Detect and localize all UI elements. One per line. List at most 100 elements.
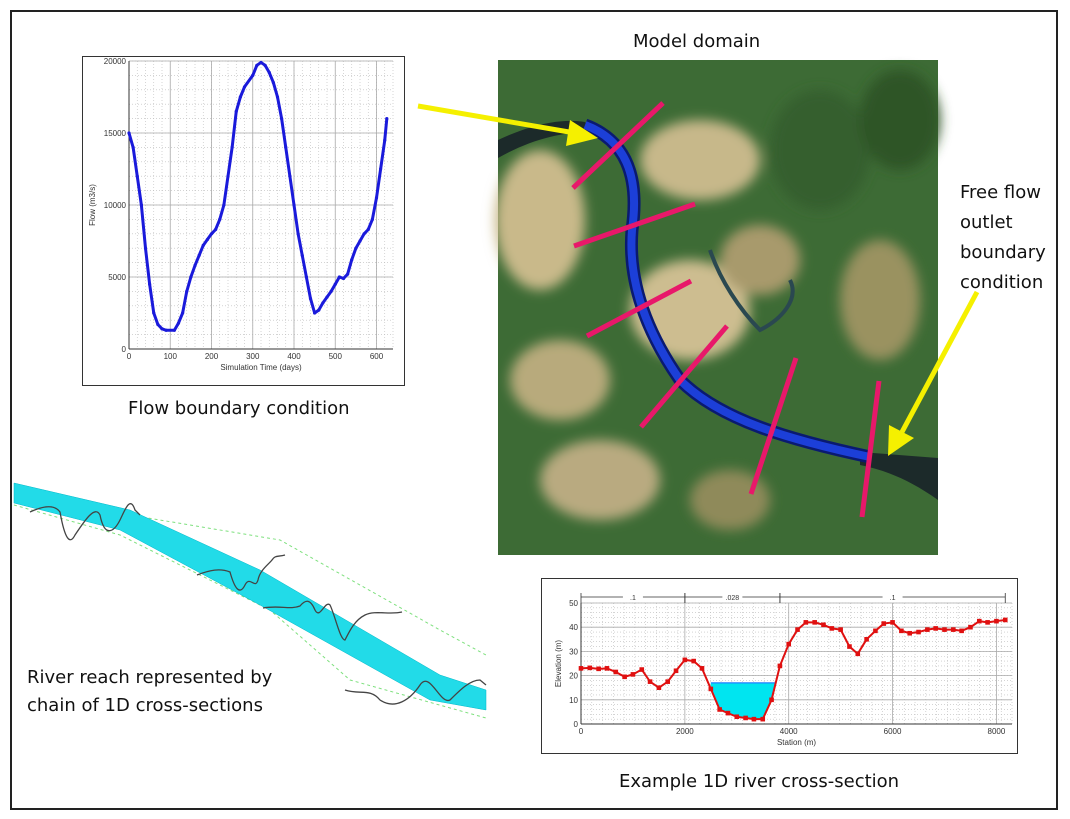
- ground-data-point: [717, 707, 722, 712]
- ground-data-point: [994, 618, 999, 624]
- flow-data-point: [209, 232, 214, 236]
- downstream-river: [860, 452, 938, 500]
- ground-data-point: [838, 627, 843, 632]
- flow-data-point: [152, 311, 156, 315]
- ground-data-point: [760, 716, 766, 722]
- ground-data-point: [691, 658, 696, 664]
- reach-caption-line: River reach represented by: [27, 667, 273, 688]
- flow-data-point: [385, 117, 389, 121]
- inflow-arrowhead: [566, 120, 598, 146]
- flow-data-point: [238, 95, 242, 99]
- water-fill: [710, 682, 776, 720]
- flow-data-point: [164, 328, 168, 332]
- ground-data-point: [743, 715, 748, 721]
- ground-data-point: [899, 628, 904, 634]
- x-tick-label: 600: [370, 352, 384, 361]
- mannings-label-bg: [722, 592, 743, 601]
- ground-data-point: [734, 714, 740, 720]
- ground-data-point: [916, 629, 921, 635]
- ground-data-point: [864, 637, 869, 642]
- x-tick-label: 4000: [780, 727, 798, 736]
- outlet-caption-line: condition: [960, 272, 1044, 293]
- ground-data-point: [656, 685, 662, 690]
- ground-data-point: [933, 626, 938, 631]
- flow-data-point: [346, 272, 350, 276]
- flow-data-point: [156, 322, 160, 327]
- x-axis-label: Simulation Time (days): [220, 363, 302, 372]
- ground-data-point: [682, 657, 688, 663]
- reach-caption-line: chain of 1D cross-sections: [27, 695, 263, 716]
- ground-data-point: [578, 666, 584, 671]
- figure-frame: [10, 10, 1058, 810]
- inflow-arrow: [417, 103, 576, 136]
- flow-data-point: [366, 227, 370, 232]
- y-tick-label: 10: [569, 696, 578, 705]
- flow-data-point: [313, 311, 317, 315]
- flow-data-point: [197, 253, 201, 257]
- ground-data-point: [1002, 617, 1008, 623]
- flow-data-point: [267, 70, 271, 75]
- flow-data-point: [205, 237, 209, 242]
- ground-data-point: [751, 716, 757, 722]
- x-tick-label: 400: [287, 352, 301, 361]
- flow-data-point: [292, 203, 296, 207]
- mannings-label: .028: [726, 595, 740, 602]
- flow-data-point: [325, 295, 329, 299]
- flow-data-point: [226, 174, 230, 178]
- flow-data-point: [280, 117, 284, 121]
- ground-data-point: [873, 628, 878, 634]
- flow-data-point: [230, 145, 234, 149]
- flow-data-point: [218, 217, 222, 221]
- ground-data-point: [604, 666, 610, 671]
- ground-data-point: [803, 620, 809, 625]
- ground-data-point: [959, 628, 964, 634]
- y-tick-label: 0: [574, 720, 579, 729]
- flow-data-point: [379, 167, 383, 171]
- outlet-arrowhead: [888, 425, 914, 456]
- flow-data-point: [143, 246, 148, 250]
- ground-data-point: [647, 679, 653, 684]
- x-tick-label: 200: [205, 352, 219, 361]
- reach-caption: River reach represented by chain of 1D c…: [27, 664, 272, 720]
- flow-data-point: [255, 63, 259, 67]
- flow-data-point: [242, 85, 247, 89]
- flow-data-point: [288, 174, 292, 178]
- flow-data-point: [370, 217, 374, 221]
- outlet-caption: Free flow outlet boundary condition: [960, 178, 1046, 298]
- flow-data-point: [296, 232, 300, 236]
- flow-data-point: [362, 232, 366, 236]
- ground-data-point: [855, 651, 861, 657]
- y-tick-label: 50: [569, 599, 578, 608]
- x-tick-label: 100: [164, 352, 178, 361]
- ground-data-point: [829, 626, 835, 631]
- ground-data-point: [976, 618, 982, 624]
- flow-data-point: [193, 263, 197, 268]
- flow-data-point: [341, 276, 346, 281]
- x-tick-label: 8000: [988, 727, 1006, 736]
- outlet-caption-line: boundary: [960, 242, 1046, 263]
- ground-data-point: [951, 627, 956, 632]
- flow-data-point: [304, 275, 308, 279]
- flow-data-point: [358, 239, 362, 243]
- cross-section-markers: [571, 101, 882, 518]
- flow-data-point: [350, 258, 354, 262]
- ground-data-point: [622, 674, 627, 680]
- ground-data-point: [587, 665, 593, 671]
- x-tick-label: 300: [246, 352, 260, 361]
- ground-data-point: [812, 620, 817, 625]
- flow-data-point: [333, 282, 337, 286]
- flow-data-point: [284, 145, 288, 149]
- ground-data-point: [613, 669, 619, 675]
- ground-data-point: [596, 666, 601, 672]
- ground-data-point: [925, 627, 930, 632]
- ground-data-point: [795, 627, 800, 632]
- flow-data-point: [374, 196, 379, 200]
- ground-data-point: [847, 644, 852, 649]
- flow-data-point: [383, 138, 387, 142]
- flow-data-point: [185, 289, 189, 293]
- flow-chart-box: [82, 56, 405, 386]
